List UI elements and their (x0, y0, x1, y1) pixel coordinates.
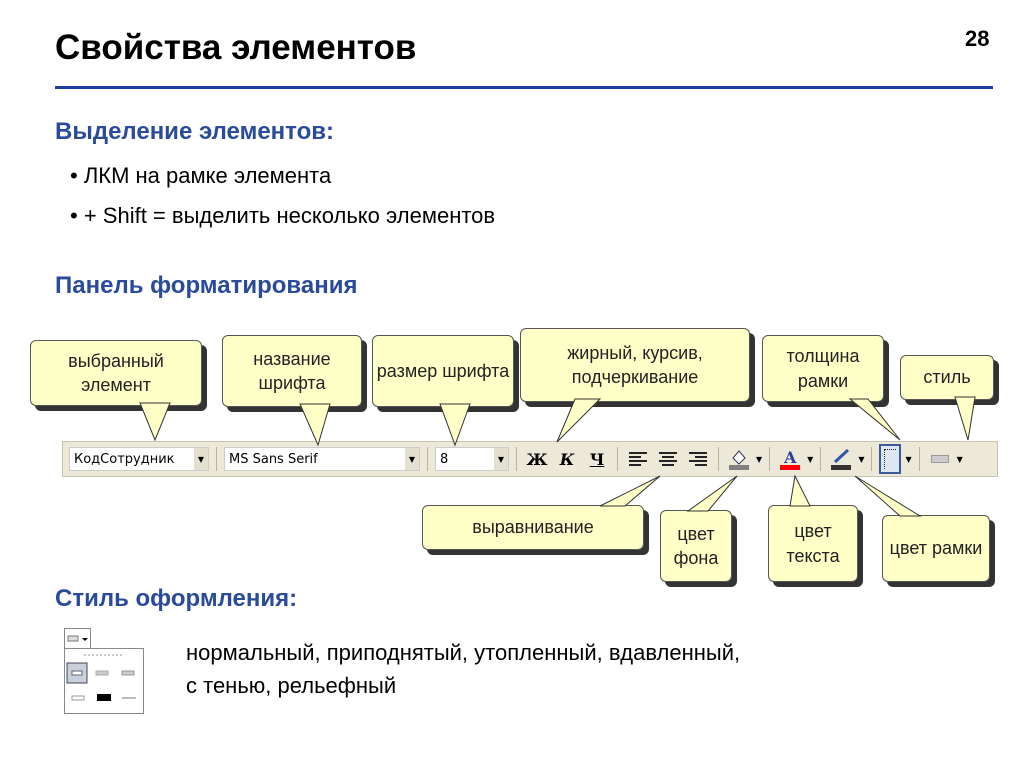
separator (718, 447, 719, 471)
align-right-icon (689, 452, 707, 466)
border-width-button[interactable] (879, 444, 902, 474)
chevron-down-icon[interactable]: ▼ (807, 454, 814, 464)
border-color-button[interactable] (828, 446, 854, 472)
pen-icon (831, 448, 852, 470)
style-heading: Стиль оформления: (55, 585, 298, 612)
chevron-down-icon[interactable]: ▼ (494, 448, 508, 470)
chevron-down-icon[interactable]: ▼ (194, 448, 208, 470)
separator (769, 447, 771, 471)
bullet-1: • ЛКМ на рамке элемента (70, 163, 332, 188)
align-center-button[interactable] (655, 446, 681, 472)
element-select[interactable]: КодСотрудник ▼ (69, 447, 209, 471)
size-value: 8 (440, 451, 449, 467)
style-list-line-1: нормальный, приподнятый, утопленный, вда… (186, 640, 741, 665)
bullet-text: + Shift = выделить несколько элементов (83, 203, 496, 228)
special-effect-button[interactable] (927, 446, 953, 472)
align-right-button[interactable] (685, 446, 711, 472)
separator (516, 447, 517, 471)
callout-font-name: название шрифта (222, 335, 362, 407)
separator (871, 447, 873, 471)
callout-alignment: выравнивание (422, 505, 644, 550)
svg-text:A: A (783, 448, 797, 467)
selection-heading: Выделение элементов: (55, 118, 335, 145)
align-center-icon (659, 452, 677, 466)
format-panel-heading: Панель форматирования (55, 272, 358, 299)
font-value: MS Sans Serif (229, 451, 318, 467)
formatting-toolbar: КодСотрудник▼ MS Sans Serif▼ 8▼ Ж К Ч ▼ … (62, 441, 998, 477)
special-effect-palette (64, 628, 144, 714)
special-effect-palette-image (64, 628, 144, 714)
chevron-down-icon[interactable]: ▼ (956, 454, 963, 464)
font-color-icon: A (780, 448, 801, 470)
title-divider (55, 86, 993, 89)
callout-border-color: цвет рамки (882, 515, 990, 582)
chevron-down-icon[interactable]: ▼ (405, 448, 419, 470)
text-color-button[interactable]: A (777, 446, 803, 472)
page-title: Свойства элементов (55, 28, 417, 67)
border-width-icon (884, 449, 897, 469)
callout-border-thickness: толщина рамки (762, 335, 884, 402)
callout-selected-element: выбранный элемент (30, 340, 202, 406)
font-size-select[interactable]: 8▼ (435, 447, 509, 471)
style-list-line-2: с тенью, рельефный (186, 673, 397, 698)
page-number: 28 (965, 26, 990, 51)
callout-bg-color: цвет фона (660, 510, 732, 582)
chevron-down-icon[interactable]: ▼ (858, 454, 865, 464)
paint-bucket-icon (729, 450, 749, 470)
italic-button[interactable]: К (559, 449, 575, 469)
fill-color-button[interactable] (726, 446, 752, 472)
callout-style: стиль (900, 355, 994, 400)
font-select[interactable]: MS Sans Serif ▼ (224, 447, 420, 471)
bullet-text: ЛКМ на рамке элемента (83, 163, 332, 188)
callout-text-color: цвет текста (768, 505, 858, 582)
special-effect-icon (930, 455, 949, 463)
element-value: КодСотрудник (74, 451, 175, 467)
callout-font-size: размер шрифта (372, 335, 514, 407)
bold-button[interactable]: Ж (526, 449, 548, 469)
separator (820, 447, 822, 471)
underline-button[interactable]: Ч (589, 449, 605, 469)
align-left-icon (629, 452, 647, 466)
chevron-down-icon[interactable]: ▼ (756, 454, 763, 464)
chevron-down-icon[interactable]: ▼ (905, 454, 912, 464)
separator (427, 447, 428, 471)
align-left-button[interactable] (625, 446, 651, 472)
separator (918, 447, 920, 471)
callout-bold-italic-underline: жирный, курсив, подчеркивание (520, 328, 750, 402)
separator (617, 447, 618, 471)
separator (216, 447, 217, 471)
bullet-2: • + Shift = выделить несколько элементов (70, 203, 496, 228)
